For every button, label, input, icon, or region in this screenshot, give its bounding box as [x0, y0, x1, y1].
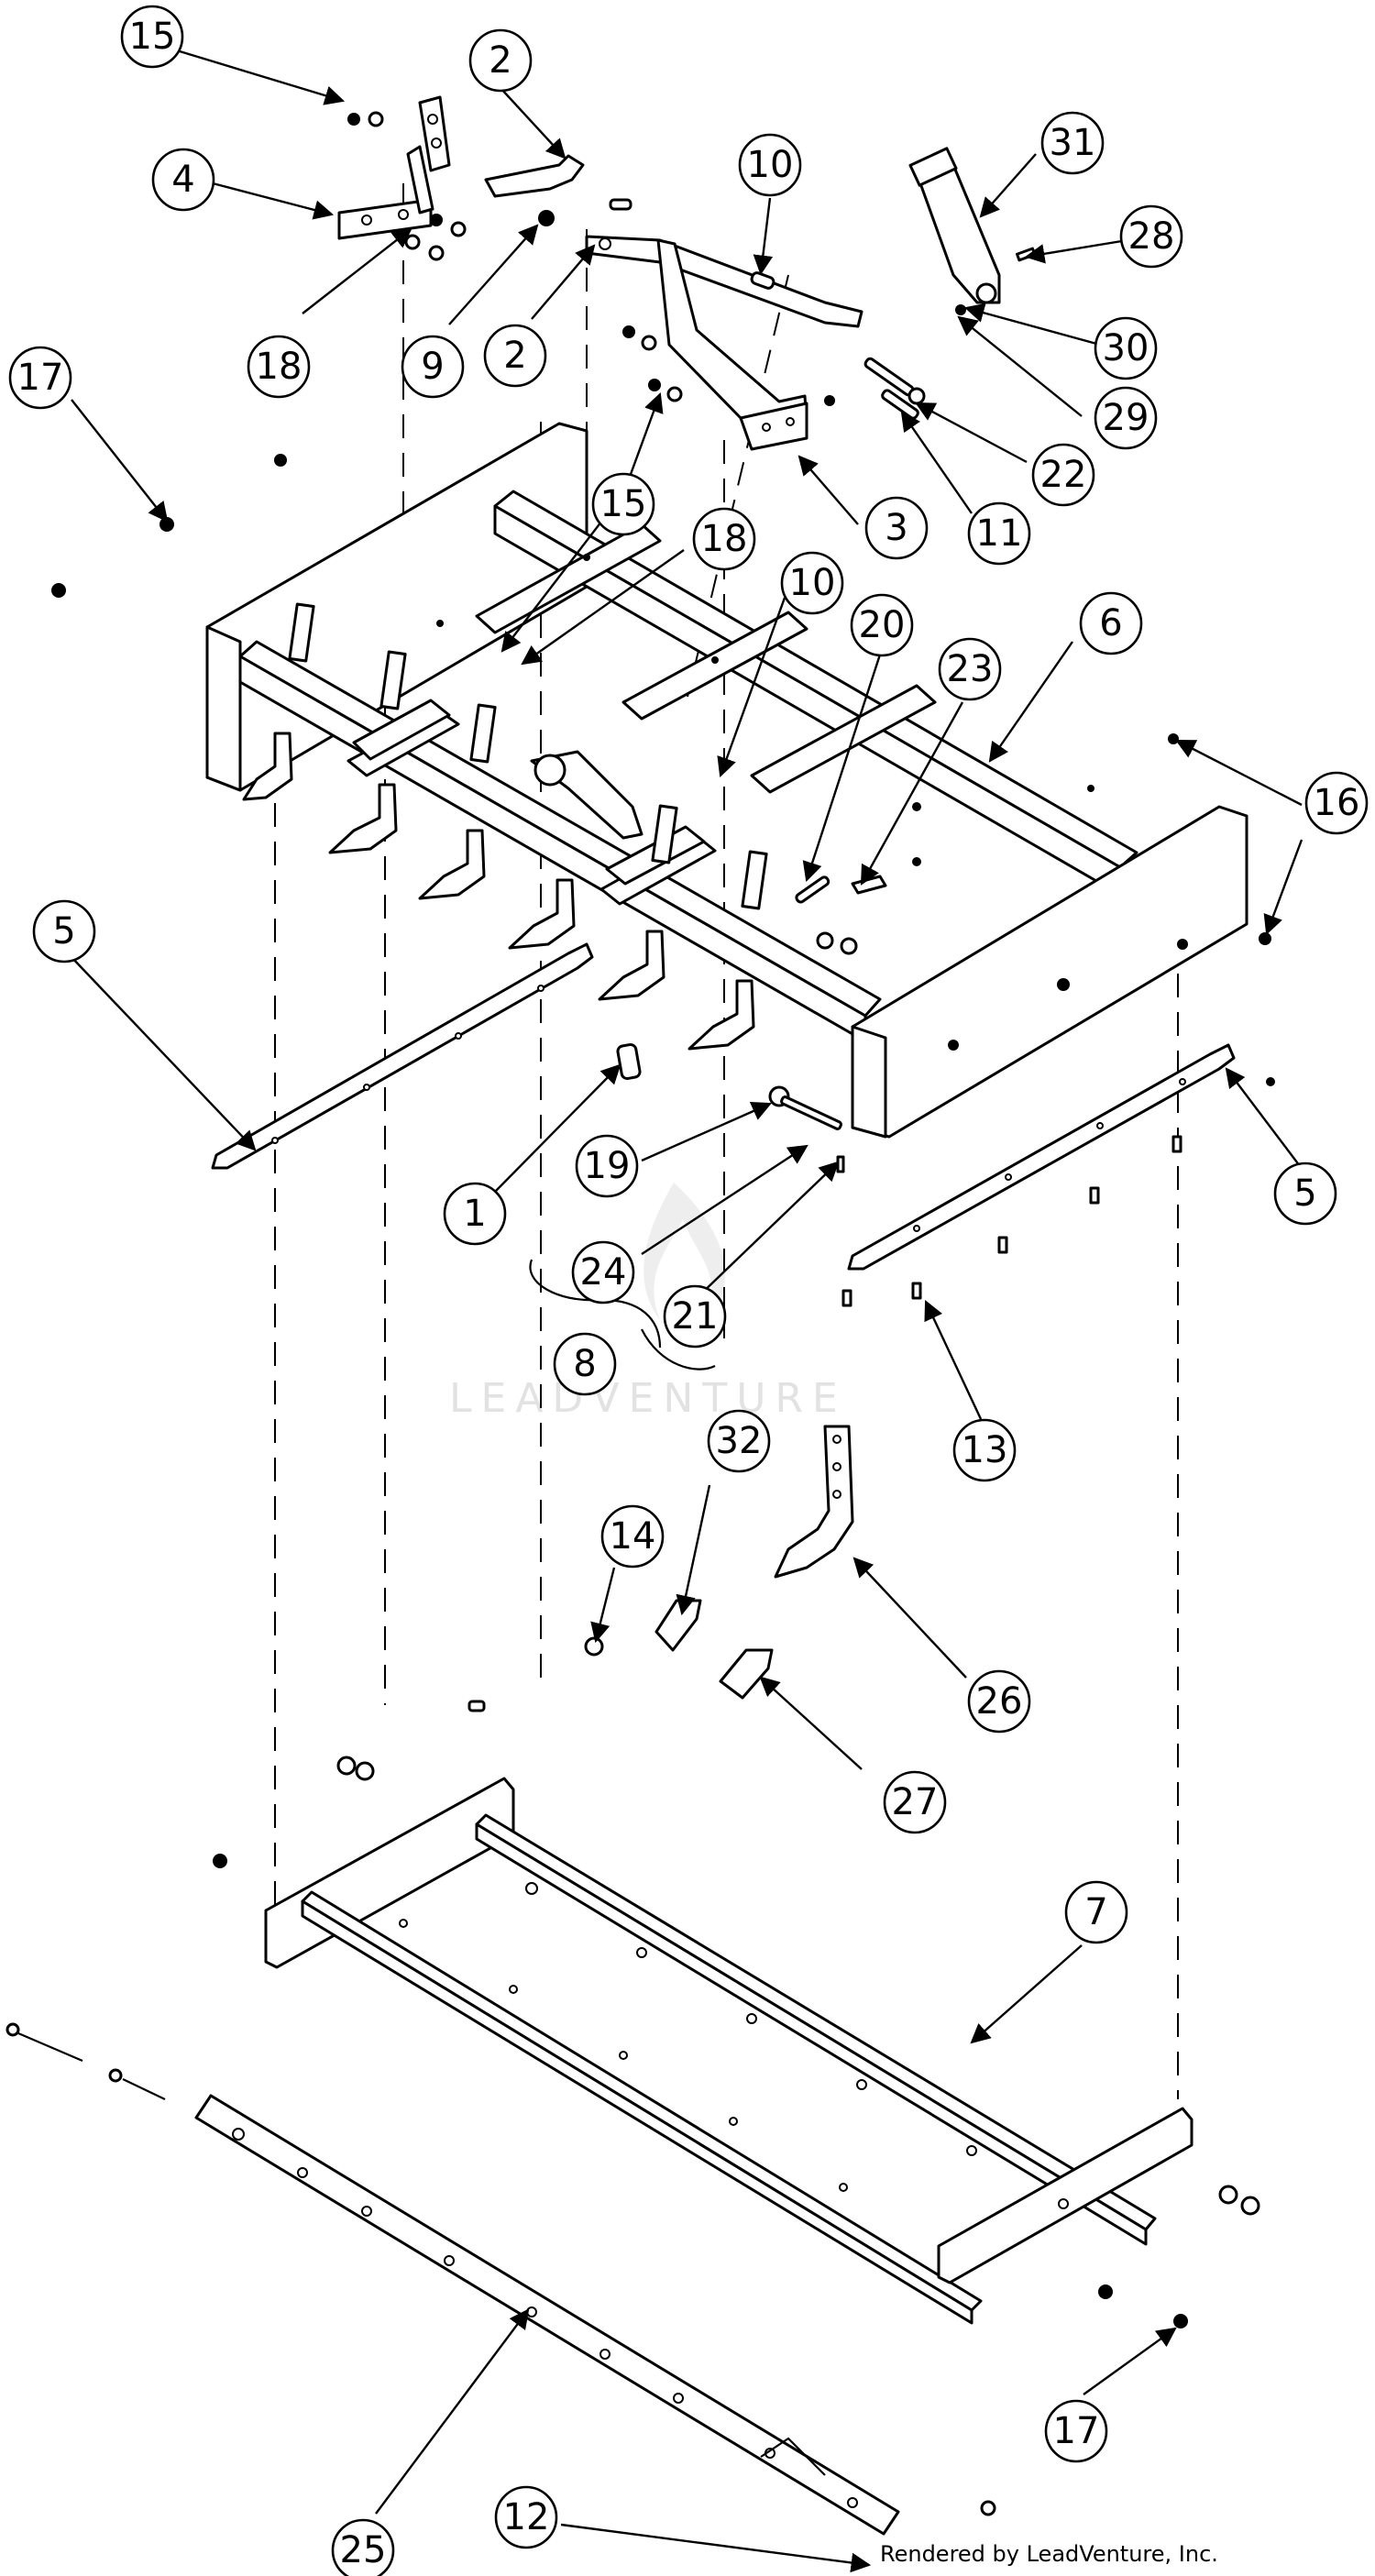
- svg-text:23: 23: [947, 648, 994, 690]
- side-strap-left: [211, 942, 594, 1170]
- callout-3: 3: [864, 496, 929, 560]
- svg-text:3: 3: [885, 507, 908, 549]
- callout-5-right: 5: [1273, 1161, 1337, 1226]
- callout-10-top: 10: [738, 133, 802, 197]
- callout-19: 19: [575, 1134, 639, 1198]
- svg-text:20: 20: [859, 604, 906, 646]
- callout-18-mid: 18: [692, 507, 756, 571]
- callout-7: 7: [1064, 1880, 1128, 1944]
- callout-20: 20: [850, 593, 914, 657]
- callout-32: 32: [707, 1409, 771, 1473]
- callout-10-mid: 10: [780, 551, 844, 615]
- watermark-flame-icon: [644, 1183, 726, 1320]
- hardware-top: [51, 111, 1271, 945]
- svg-text:2: 2: [503, 335, 526, 377]
- svg-text:31: 31: [1050, 122, 1096, 164]
- callout-23: 23: [938, 637, 1002, 701]
- frame-pins: [795, 875, 887, 955]
- callout-11: 11: [967, 501, 1031, 566]
- callout-8: 8: [553, 1332, 617, 1396]
- callout-4: 4: [151, 148, 215, 212]
- svg-text:29: 29: [1103, 397, 1150, 439]
- callout-24: 24: [571, 1240, 635, 1305]
- svg-text:25: 25: [340, 2529, 387, 2571]
- svg-text:17: 17: [17, 357, 64, 399]
- callout-6: 6: [1079, 591, 1143, 655]
- kit-bracket-right: [641, 1328, 716, 1371]
- shank-parts: [213, 1425, 854, 1868]
- callout-30: 30: [1094, 316, 1158, 380]
- svg-text:10: 10: [747, 144, 794, 186]
- callout-labels: 15 2 4 18 9 2 10 31 28 30 29 22 11 3 17 …: [8, 5, 1369, 2576]
- callout-12: 12: [494, 2485, 558, 2549]
- svg-text:15: 15: [129, 16, 176, 58]
- svg-text:18: 18: [256, 346, 302, 388]
- svg-text:21: 21: [672, 1295, 719, 1338]
- svg-text:11: 11: [976, 512, 1023, 555]
- callout-26: 26: [967, 1669, 1031, 1734]
- shank-clamp-plates: [288, 602, 768, 910]
- svg-text:12: 12: [503, 2496, 550, 2538]
- callout-17-top: 17: [8, 346, 72, 410]
- frame-shanks: [242, 732, 755, 1051]
- svg-text:18: 18: [701, 518, 748, 560]
- svg-text:26: 26: [976, 1680, 1023, 1723]
- svg-text:1: 1: [463, 1193, 486, 1235]
- callout-27: 27: [883, 1770, 947, 1834]
- callout-14: 14: [600, 1504, 665, 1569]
- svg-text:10: 10: [789, 562, 836, 604]
- svg-text:32: 32: [716, 1420, 763, 1462]
- svg-text:5: 5: [1293, 1172, 1316, 1215]
- svg-text:24: 24: [580, 1251, 627, 1294]
- svg-text:16: 16: [1314, 782, 1360, 824]
- callout-9: 9: [401, 335, 465, 399]
- callout-25: 25: [331, 2518, 395, 2576]
- top-link-brackets: [484, 154, 864, 328]
- lower-frame: [264, 1777, 1194, 2325]
- callout-5-left: 5: [32, 899, 96, 963]
- callout-16: 16: [1304, 771, 1369, 835]
- callout-1: 1: [443, 1182, 507, 1246]
- svg-text:4: 4: [171, 159, 194, 201]
- svg-text:5: 5: [52, 910, 75, 952]
- svg-text:17: 17: [1053, 2410, 1100, 2452]
- svg-text:28: 28: [1128, 215, 1175, 258]
- mast-bracket: [656, 238, 808, 451]
- svg-text:27: 27: [892, 1781, 939, 1823]
- svg-text:30: 30: [1103, 327, 1150, 369]
- callout-31: 31: [1040, 111, 1105, 175]
- svg-text:2: 2: [489, 39, 512, 82]
- callout-18-top: 18: [247, 335, 311, 399]
- svg-text:13: 13: [962, 1429, 1008, 1471]
- svg-text:19: 19: [584, 1145, 631, 1187]
- callout-21: 21: [663, 1284, 727, 1349]
- callout-13: 13: [952, 1418, 1017, 1482]
- svg-text:14: 14: [610, 1515, 656, 1558]
- callout-29: 29: [1094, 386, 1158, 450]
- callout-28: 28: [1119, 204, 1183, 269]
- svg-text:9: 9: [421, 346, 444, 388]
- small-parts: [616, 1042, 845, 1173]
- callout-17-bottom: 17: [1044, 2399, 1108, 2463]
- svg-text:7: 7: [1084, 1891, 1107, 1933]
- callout-2-top: 2: [468, 28, 533, 93]
- clevis-drawbar: [908, 147, 1037, 315]
- svg-text:22: 22: [1040, 454, 1087, 496]
- svg-text:8: 8: [573, 1343, 596, 1385]
- svg-text:6: 6: [1099, 602, 1122, 644]
- callout-22: 22: [1031, 443, 1095, 507]
- side-strap-right: [847, 1043, 1236, 1271]
- hitch-plate: [337, 95, 451, 240]
- callout-2-lower: 2: [483, 324, 547, 388]
- callout-15-top: 15: [120, 5, 184, 69]
- main-frame: [205, 422, 1248, 1139]
- svg-text:15: 15: [600, 483, 647, 525]
- render-credit: Rendered by LeadVenture, Inc.: [880, 2541, 1218, 2567]
- tool-bar: [6, 2022, 1260, 2536]
- strap-bolts: [842, 1077, 1275, 1307]
- watermark-text: LEADVENTURE: [449, 1375, 847, 1422]
- callout-15-mid: 15: [591, 472, 655, 536]
- leader-lines: [69, 50, 1304, 2573]
